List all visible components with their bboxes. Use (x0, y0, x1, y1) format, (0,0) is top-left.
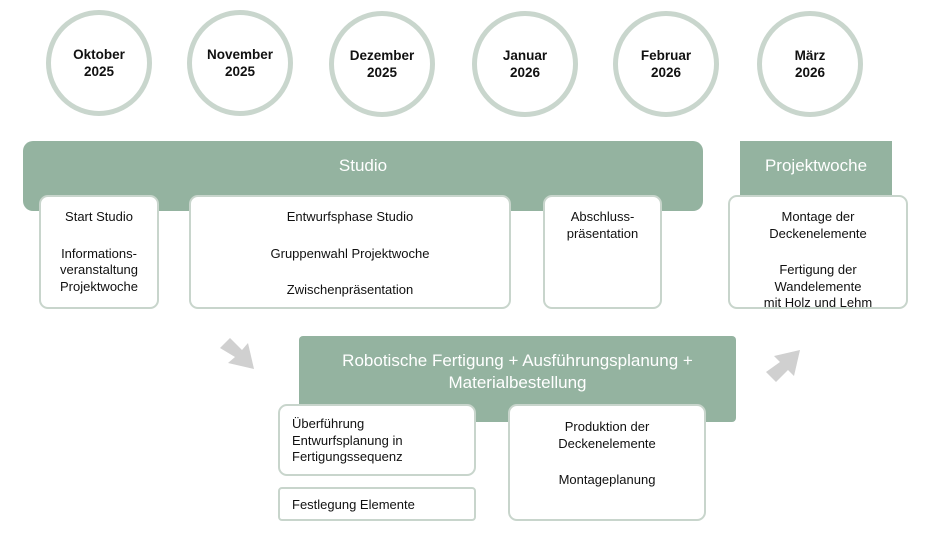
month-november: November 2025 (187, 10, 293, 116)
month-name: März (794, 48, 826, 63)
card-text: Montageplanung (558, 472, 656, 487)
card-entwurfsphase: Entwurfsphase Studio Gruppenwahl Projekt… (189, 195, 511, 309)
month-name: Januar (502, 48, 548, 63)
card-text: Fertigungssequenz (292, 449, 403, 464)
month-name: Februar (640, 48, 692, 63)
card-produktion: Produktion der Deckenelemente Montagepla… (508, 404, 706, 521)
card-text: Überführung (292, 416, 365, 431)
robotik-title-line2: Materialbestellung (448, 373, 587, 392)
card-text: Gruppenwahl Projektwoche (270, 245, 430, 261)
card-text: Produktion der (564, 419, 650, 434)
card-text: Wandelemente (774, 278, 862, 294)
robotik-title-line1: Robotische Fertigung + Ausführungsplanun… (342, 351, 693, 370)
card-start-studio: Start Studio Informations- veranstaltung… (39, 195, 159, 309)
month-maerz: März 2026 (757, 11, 863, 117)
month-year: 2025 (366, 65, 398, 80)
month-dezember: Dezember 2025 (329, 11, 435, 117)
month-year: 2026 (509, 65, 541, 80)
card-text: Informations- (61, 245, 137, 261)
month-februar: Februar 2026 (613, 11, 719, 117)
card-text: Montage der (781, 209, 855, 224)
card-text: Entwurfsplanung in (292, 432, 403, 448)
card-abschlusspraesentation: Abschluss- präsentation (543, 195, 662, 309)
month-year: 2025 (224, 64, 256, 79)
card-text: Festlegung Elemente (292, 497, 415, 512)
month-name: Oktober (73, 47, 125, 62)
card-ueberfuehrung: Überführung Entwurfsplanung in Fertigung… (278, 404, 476, 476)
month-oktober: Oktober 2025 (46, 10, 152, 116)
month-name: November (206, 47, 274, 62)
card-text: Start Studio (65, 209, 133, 224)
month-year: 2026 (794, 65, 826, 80)
card-text: mit Holz und Lehm (763, 295, 873, 310)
card-text: Fertigung der (779, 262, 857, 277)
card-text: Deckenelemente (769, 225, 867, 241)
card-text: Projektwoche (59, 278, 139, 294)
card-text: Abschluss- (570, 209, 635, 224)
card-text: veranstaltung (59, 262, 139, 277)
projektwoche-title: Projektwoche (764, 156, 868, 175)
month-name: Dezember (349, 48, 415, 63)
month-year: 2026 (650, 65, 682, 80)
month-year: 2025 (83, 64, 115, 79)
card-projektwoche: Montage der Deckenelemente Fertigung der… (728, 195, 908, 310)
card-text: Deckenelemente (558, 435, 656, 451)
card-text: Entwurfsphase Studio (286, 209, 414, 224)
arrow-down-right-icon (220, 338, 254, 369)
month-januar: Januar 2026 (472, 11, 578, 117)
card-festlegung-elemente: Festlegung Elemente (278, 487, 476, 521)
arrow-up-right-icon (766, 350, 800, 382)
card-text: Zwischenpräsentation (286, 282, 414, 297)
card-text: präsentation (566, 225, 639, 241)
studio-title: Studio (338, 156, 388, 175)
